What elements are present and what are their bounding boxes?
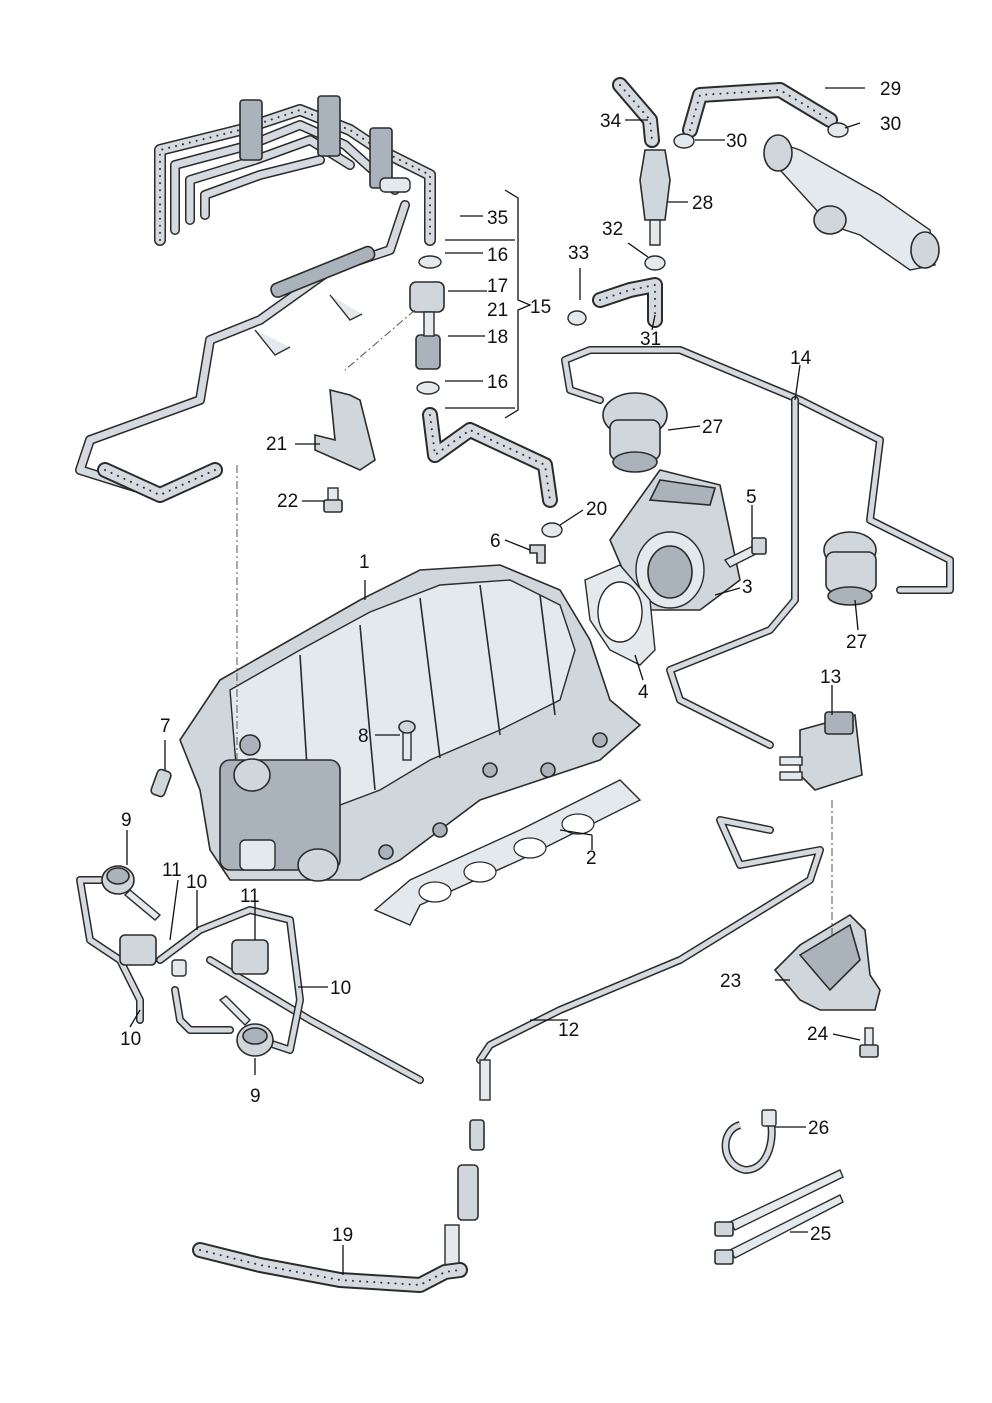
callout-11-right: 11 (240, 886, 260, 907)
fitting-6 (529, 544, 546, 564)
callout-18: 18 (487, 327, 508, 348)
solenoid-valve-13 (779, 711, 863, 791)
bolt-22 (323, 487, 343, 513)
sleeve-7 (150, 768, 172, 798)
callout-17: 17 (487, 276, 508, 297)
callout-26: 26 (808, 1118, 829, 1139)
callout-23: 23 (720, 971, 741, 992)
hose-19 (192, 1242, 468, 1293)
callout-16-lower: 16 (487, 372, 508, 393)
cable-tie-26 (721, 1109, 777, 1175)
callout-28: 28 (692, 193, 713, 214)
clamp-20 (541, 522, 563, 538)
callout-7: 7 (160, 716, 171, 737)
callout-19: 19 (332, 1225, 353, 1246)
callout-11-left: 11 (162, 860, 182, 881)
callout-3: 3 (742, 577, 753, 598)
callout-10-left: 10 (120, 1029, 141, 1050)
callout-30-middle: 30 (726, 131, 747, 152)
callout-33: 33 (568, 243, 589, 264)
callout-5: 5 (746, 487, 757, 508)
cable-ties-25 (714, 1169, 844, 1265)
bracket-21 (314, 388, 376, 471)
bolt-5 (723, 537, 767, 568)
callout-27-upper: 27 (702, 417, 723, 438)
callout-9-lower: 9 (250, 1086, 261, 1107)
callout-27-lower: 27 (846, 632, 867, 653)
callout-1: 1 (359, 552, 370, 573)
callout-4: 4 (638, 682, 649, 703)
hose-connector-stack (444, 1059, 491, 1271)
callout-21-upper: 21 (487, 300, 508, 321)
bracket-23 (773, 913, 881, 1011)
hose-section-15 (409, 255, 558, 508)
leader-lines (126, 87, 865, 1275)
callout-34: 34 (600, 111, 622, 132)
bolt-8 (398, 720, 416, 761)
hose-29-34 (567, 77, 849, 328)
callout-30-right: 30 (880, 114, 901, 135)
callout-6: 6 (490, 531, 501, 552)
callout-24: 24 (807, 1024, 829, 1045)
callout-20: 20 (586, 499, 607, 520)
hose-14 (561, 346, 954, 749)
gasket-4 (584, 564, 656, 666)
callout-13: 13 (820, 667, 841, 688)
callout-16-upper: 16 (487, 245, 508, 266)
callout-10-top: 10 (186, 872, 207, 893)
breather-pipe (763, 134, 940, 271)
callout-9-upper: 9 (121, 810, 132, 831)
callout-25: 25 (810, 1224, 831, 1245)
callout-29: 29 (880, 79, 901, 100)
hose-12 (206, 816, 824, 1084)
vacuum-pipe-rail (154, 95, 436, 246)
valve-27-upper (602, 392, 668, 473)
callout-14: 14 (790, 348, 812, 369)
vacuum-actuator-group (76, 865, 304, 1057)
bolt-24 (859, 1027, 879, 1058)
callout-35: 35 (487, 208, 508, 229)
valve-27-lower (823, 531, 877, 606)
callout-32: 32 (602, 219, 623, 240)
callout-31: 31 (640, 329, 661, 350)
throttle-body (609, 469, 741, 611)
callout-21-lower: 21 (266, 434, 287, 455)
callout-2: 2 (586, 848, 597, 869)
callout-8: 8 (358, 726, 369, 747)
callout-10-right: 10 (330, 978, 351, 999)
gasket-2 (373, 779, 642, 926)
callout-12: 12 (558, 1020, 579, 1041)
callout-15: 15 (530, 297, 551, 318)
vacuum-pipe-long (75, 200, 410, 503)
callout-22: 22 (277, 491, 298, 512)
